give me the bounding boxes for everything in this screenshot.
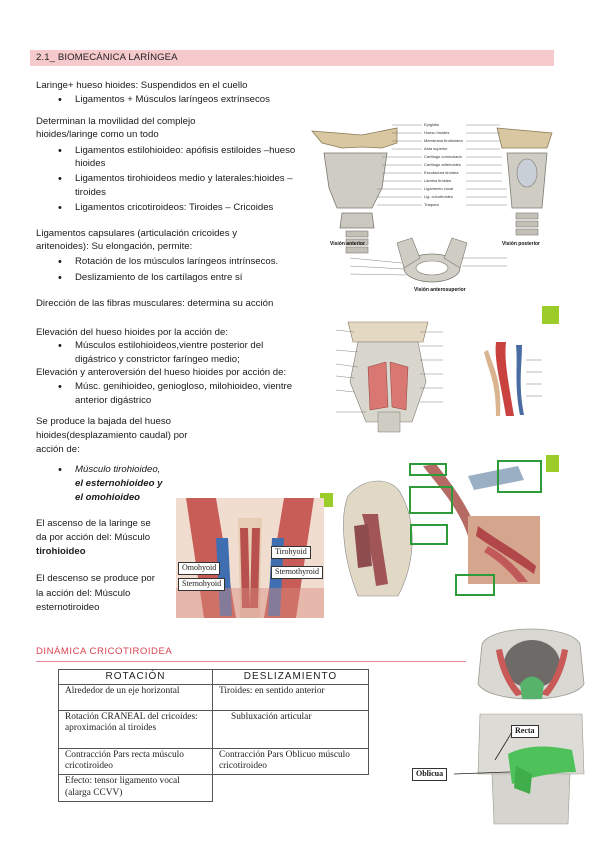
table-cell: Contracción Pars recta músculo cricotiro… bbox=[58, 747, 213, 775]
list-item-cont: el esternohioideo y bbox=[75, 477, 163, 489]
table-row: Rotación CRANEAL del cricoides: aproxima… bbox=[58, 709, 369, 749]
svg-text:Ligamento vocal: Ligamento vocal bbox=[424, 186, 453, 191]
elevation-line: Elevación del hueso hioides por la acció… bbox=[36, 327, 229, 338]
table-header: ROTACIÓN bbox=[58, 669, 213, 685]
dynamics-divider bbox=[36, 661, 466, 662]
list-item: Músculos estilohioideos,vientre posterio… bbox=[56, 339, 301, 354]
descent2-line-1: El descenso se produce por bbox=[36, 573, 155, 584]
list-item: Rotación de los músculos laríngeos intrí… bbox=[56, 255, 278, 270]
label-oblicua: Oblicua bbox=[412, 768, 448, 781]
table-cell: Subluxación articular bbox=[212, 709, 369, 749]
table-cell: Rotación CRANEAL del cricoides: aproxima… bbox=[58, 709, 213, 749]
ascent-line-1: El ascenso de la laringe se bbox=[36, 518, 151, 529]
list-item-cont: el omohioideo bbox=[75, 491, 141, 503]
capsular-line-1: Ligamentos capsulares (articulación cric… bbox=[36, 228, 238, 239]
ascent-line-2: da por acción del: Músculo bbox=[36, 532, 151, 543]
vessels-figure bbox=[476, 340, 562, 418]
descent2-line-3: esternotiroideo bbox=[36, 602, 100, 613]
table-row: Efecto: tensor ligamento vocal (alarga C… bbox=[58, 774, 369, 802]
svg-text:Tráquea: Tráquea bbox=[424, 202, 440, 207]
annotation-box bbox=[455, 574, 495, 596]
list-item-cont: anterior digástrico bbox=[75, 394, 152, 406]
ascent-line-3: tirohioideo bbox=[36, 546, 86, 557]
svg-text:Membrana tirohioidea: Membrana tirohioidea bbox=[424, 138, 463, 143]
mobility-line-2: hioides/laringe como un todo bbox=[36, 129, 159, 140]
capsular-list: Rotación de los músculos laríngeos intrí… bbox=[56, 255, 278, 286]
svg-text:Cartílago corniculado: Cartílago corniculado bbox=[424, 154, 463, 159]
descent-line-3: acción de: bbox=[36, 444, 80, 455]
list-item: Músc. genihioideo, geniogloso, milohioid… bbox=[56, 380, 306, 395]
label-sternothyroid: Sternothyroid bbox=[271, 566, 323, 579]
svg-text:Cartílago aritenoides: Cartílago aritenoides bbox=[424, 162, 461, 167]
table-row: Alrededor de un eje horizontal Tiroides:… bbox=[58, 683, 369, 711]
mobility-line-1: Determinan la movilidad del complejo bbox=[36, 116, 196, 127]
table-cell: Efecto: tensor ligamento vocal (alarga C… bbox=[58, 774, 213, 802]
svg-text:Epiglotis: Epiglotis bbox=[424, 122, 439, 127]
section-title-bar: 2.1_ BIOMECÁNICA LARÍNGEA bbox=[30, 50, 554, 66]
svg-text:Escotadura tiroidea: Escotadura tiroidea bbox=[424, 170, 459, 175]
lateral-muscles-figure bbox=[318, 456, 548, 602]
caption-anterior: Visión anterior bbox=[330, 241, 365, 247]
list-item-cont: digástrico y constrictor faríngeo medio; bbox=[75, 353, 240, 365]
table-cell: Alrededor de un eje horizontal bbox=[58, 683, 213, 711]
svg-text:Lig. cricotiroideo: Lig. cricotiroideo bbox=[424, 194, 454, 199]
table-cell: Tiroides: en sentido anterior bbox=[212, 683, 369, 711]
intro-list: Ligamentos + Músculos laríngeos extrínse… bbox=[56, 93, 270, 108]
intro-line: Laringe+ hueso hioides: Suspendidos en e… bbox=[36, 80, 248, 91]
descent2-line-2: la acción del: Músculo bbox=[36, 588, 131, 599]
annotation-box bbox=[497, 460, 542, 493]
list-item-cont: tiroides bbox=[75, 186, 106, 198]
descent-list: Músculo tirohioideo, el esternohioideo y… bbox=[56, 463, 163, 506]
elevation-list-2: Músc. genihioideo, geniogloso, milohioid… bbox=[56, 380, 306, 409]
list-item: Músculo tirohioideo, bbox=[56, 463, 162, 478]
list-item: Ligamentos cricotiroideos: Tiroides – Cr… bbox=[56, 201, 301, 216]
list-item: Ligamentos tirohioideos medio y laterale… bbox=[56, 172, 301, 187]
table-header: DESLIZAMIENTO bbox=[212, 669, 369, 685]
green-marker bbox=[546, 455, 559, 472]
svg-text:Asta superior: Asta superior bbox=[424, 146, 448, 151]
table-cell-empty bbox=[213, 775, 369, 802]
capsular-line-2: aritenoides): Su elongación, permite: bbox=[36, 241, 193, 252]
mobility-list: Ligamentos estilohioideo: apófisis estil… bbox=[56, 144, 301, 216]
annotation-box bbox=[410, 524, 448, 545]
elevation-line-2: Elevación y anteroversión del hueso hioi… bbox=[36, 367, 287, 378]
descent-line-2: hioides(desplazamiento caudal) por bbox=[36, 430, 188, 441]
label-tirohyoid: Tirohyoid bbox=[271, 546, 311, 559]
svg-text:Hueso hioides: Hueso hioides bbox=[424, 130, 449, 135]
caption-posterior: Visión posterior bbox=[502, 241, 540, 247]
leader-lines bbox=[453, 731, 513, 775]
annotation-box bbox=[409, 463, 447, 476]
table-cell: Contracción Pars Oblicuo músculo cricoti… bbox=[212, 747, 369, 775]
annotation-box bbox=[409, 486, 453, 514]
table-row: Contracción Pars recta músculo cricotiro… bbox=[58, 747, 369, 775]
list-item: Deslizamiento de los cartílagos entre sí bbox=[56, 271, 278, 286]
label-omohyoid: Omohyoid bbox=[178, 562, 221, 575]
label-sternohyoid: Sternohyoid bbox=[178, 578, 226, 591]
cricothyroid-figure bbox=[472, 624, 590, 840]
elevation-list: Músculos estilohioideos,vientre posterio… bbox=[56, 339, 301, 368]
descent-line-1: Se produce la bajada del hueso bbox=[36, 416, 171, 427]
list-item-cont: hioides bbox=[75, 157, 106, 169]
dynamics-title: DINÁMICA CRICOTIROIDEA bbox=[36, 646, 173, 657]
dynamics-table: ROTACIÓN DESLIZAMIENTO Alrededor de un e… bbox=[58, 669, 369, 802]
list-item: Ligamentos estilohioideo: apófisis estil… bbox=[56, 144, 301, 159]
green-marker bbox=[542, 306, 559, 324]
fibers-line: Dirección de las fibras musculares: dete… bbox=[36, 298, 274, 309]
svg-text:Lámina tiroides: Lámina tiroides bbox=[424, 178, 451, 183]
label-recta: Recta bbox=[511, 725, 539, 738]
list-item: Ligamentos + Músculos laríngeos extrínse… bbox=[56, 93, 270, 108]
section-title: 2.1_ BIOMECÁNICA LARÍNGEA bbox=[36, 52, 178, 63]
caption-anterosuperior: Visión anterosuperior bbox=[414, 287, 466, 293]
hyoid-muscles-figure bbox=[308, 312, 476, 434]
